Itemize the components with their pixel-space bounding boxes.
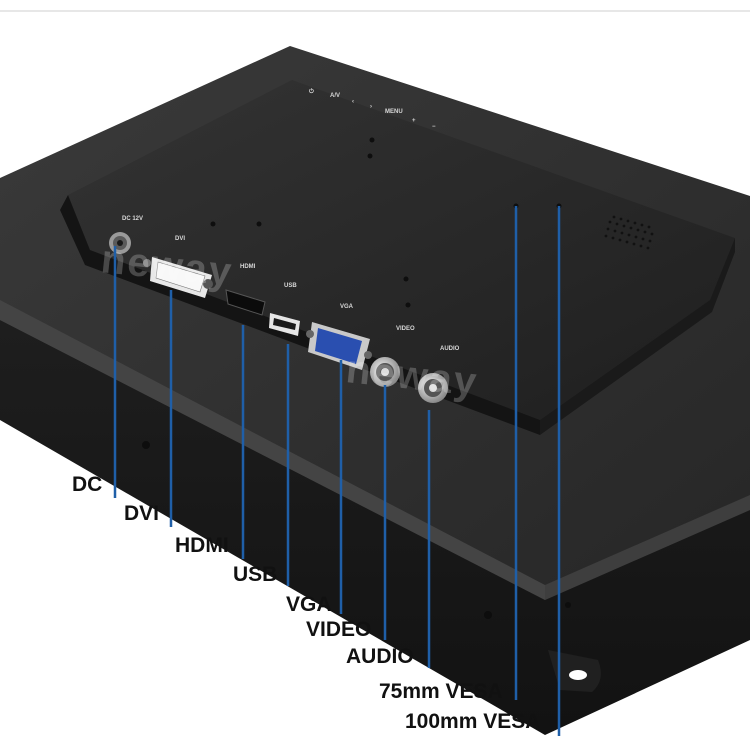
dc-label: DC [72,473,103,496]
usb-port [269,313,300,336]
button-mark-left: ‹ [352,99,354,105]
dvi-label: DVI [124,502,160,525]
leader-lines [113,206,561,736]
dc-marking: DC 12V [122,216,143,222]
power-marking: ⏻ [309,88,314,95]
hdmi-port [225,289,266,316]
audio-bnc-port [418,373,448,403]
vga-port [306,322,372,370]
vesa75-label: 75mm VESA [379,680,503,703]
vga-marking: VGA [340,304,354,310]
control-box: ⏻ A/V ‹ › MENU + − DC 12V DVI HDMI USB V… [60,80,735,435]
menu-marking: MENU [385,109,403,115]
usb-marking: USB [284,283,297,289]
vga-label: VGA [286,593,332,616]
video-label: VIDEO [306,618,372,641]
speaker-grille [604,215,654,250]
av-marking: A/V [330,93,340,99]
vesa100-label: 100mm VESA [405,710,541,733]
button-mark-right: › [370,104,372,110]
dvi-port [143,257,213,298]
video-bnc-port [370,357,400,387]
audio-marking: AUDIO [440,346,460,352]
audio-label: AUDIO [346,645,414,668]
hdmi-marking: HDMI [240,264,256,270]
video-marking: VIDEO [396,326,415,332]
dvi-marking: DVI [175,236,185,242]
plus-marking: + [412,118,416,124]
minus-marking: − [432,124,436,130]
usb-label: USB [233,563,278,586]
hdmi-label: HDMI [175,534,229,557]
